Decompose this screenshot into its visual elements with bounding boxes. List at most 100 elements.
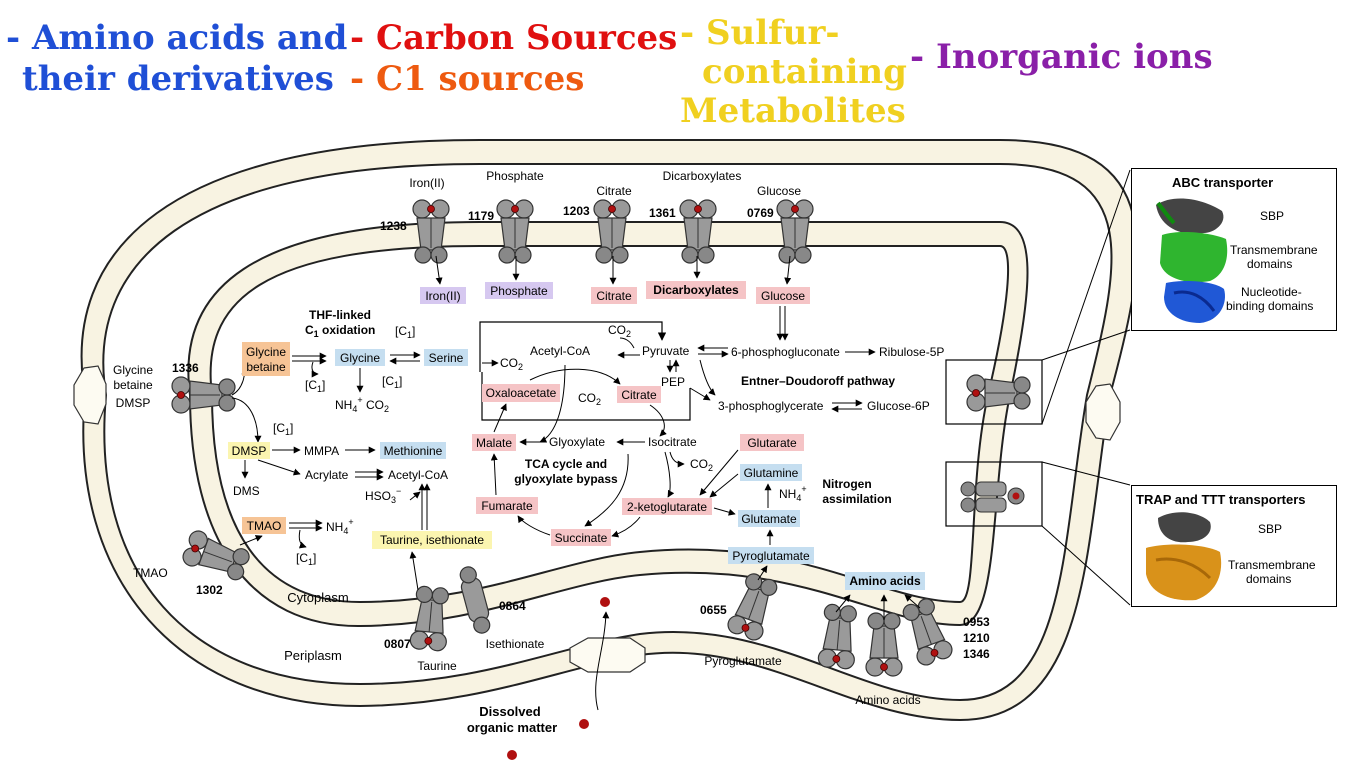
succinate-label: Succinate [555, 531, 608, 545]
transporter-0807[interactable]: Taurine 0807 [384, 551, 457, 673]
transporter-0953-1210-1346[interactable]: Amino acids 0953 1210 1346 [817, 594, 990, 707]
thf-label-line1: THF-linked [309, 308, 371, 322]
glycine-betaine-line2: betaine [246, 360, 286, 374]
transporter-id-0807: 0807 [384, 637, 411, 651]
transporter-id-1210: 1210 [963, 631, 990, 645]
transporter-0769[interactable]: Glucose 0769 Glucose [747, 184, 814, 304]
trap-inset-tm-2: domains [1246, 572, 1292, 586]
nh4-nitrogen-label: NH4+ [779, 484, 807, 503]
phosphate-product-label: Phosphate [490, 284, 548, 298]
transporter-1336[interactable]: Glycine betaine DMSP 1336 [113, 361, 262, 443]
transporter-1302[interactable]: TMAO 1302 [133, 527, 263, 597]
taurine-isethionate-box [372, 531, 492, 549]
abc-transporter-icon [945, 359, 1043, 425]
glutarate-label: Glutarate [747, 436, 797, 450]
transporter-1179[interactable]: Phosphate 1179 Phosphate [468, 169, 553, 299]
citrate-tca-label: Citrate [621, 388, 657, 402]
legend-sulfur-line2: containing [702, 52, 907, 92]
transporter-1361[interactable]: Dicarboxylates 1361 Dicarboxylates [646, 169, 746, 299]
transporter-1238[interactable]: Iron(II) 1238 Iron(II) [380, 176, 466, 304]
oxaloacetate-box [482, 384, 560, 402]
abc-structure-image [1156, 198, 1228, 323]
citrate-product-box [591, 287, 637, 304]
c1-gb-label: [C1] [305, 378, 325, 394]
legend-carbon-sources: - Carbon Sources [350, 18, 677, 59]
abc-transporter-inset: ABC transporter SBP Transmembrane domain… [1131, 168, 1337, 331]
fumarate-label: Fumarate [481, 499, 533, 513]
dms-label: DMS [233, 484, 260, 498]
transporter-id-1302: 1302 [196, 583, 223, 597]
amino-acids-substrate: Amino acids [855, 693, 920, 707]
taurine-substrate: Taurine [417, 659, 457, 673]
pep-label: PEP [661, 375, 685, 389]
legend-c1-sources: - C1 sources [350, 59, 584, 100]
pyroglutamate-box [728, 547, 814, 564]
trap-transporter-inset: TRAP and TTT transporters SBP Transmembr… [1131, 485, 1337, 607]
glucose-substrate-label: Glucose [757, 184, 801, 198]
taurine-isethionate-label: Taurine, isethionate [380, 533, 484, 547]
hso3-label: HSO3− [365, 486, 401, 505]
transporter-id-1179: 1179 [468, 209, 494, 223]
malate-label: Malate [476, 436, 512, 450]
dicarboxylates-product-label: Dicarboxylates [653, 283, 739, 297]
phosphoglycerate-label: 3-phosphoglycerate [718, 399, 824, 413]
dicarboxylates-substrate-label: Dicarboxylates [663, 169, 742, 183]
amino-acids-box [845, 572, 925, 590]
tmao-substrate: TMAO [133, 566, 168, 580]
transporter-id-0953: 0953 [963, 615, 990, 629]
glutamine-label: Glutamine [744, 466, 799, 480]
trap-inset-tm-1: Transmembrane [1228, 558, 1316, 572]
legend-amino-line2: their derivatives [22, 59, 334, 99]
nh4-tmao-label: NH4+ [326, 517, 354, 536]
pyruvate-label: Pyruvate [642, 344, 690, 358]
legend-amino-line1: - Amino acids and [6, 18, 348, 58]
methionine-box [380, 442, 446, 459]
thf-label-line2: C1 oxidation [305, 323, 375, 339]
dom-label-line1: Dissolved [479, 704, 540, 719]
transporter-0655[interactable]: Pyroglutamate 0655 [700, 565, 782, 668]
c1-tmao-label: [C1] [296, 551, 316, 567]
tmao-label: TMAO [247, 519, 282, 533]
serine-label: Serine [429, 351, 464, 365]
legend-amino-acids: - Amino acids and their derivatives [6, 18, 347, 100]
glycine-box [335, 349, 385, 366]
dom-label-line2: organic matter [467, 720, 557, 735]
legend-inorganic-ions: - Inorganic ions [910, 37, 1213, 78]
trap-transporter-icon [945, 461, 1043, 527]
succinate-box [551, 529, 611, 546]
transporter-id-0864: 0864 [499, 599, 526, 613]
acetyl-coa-label: Acetyl-CoA [530, 344, 590, 358]
glyoxylate-label: Glyoxylate [549, 435, 605, 449]
abc-inset-title: ABC transporter [1172, 175, 1274, 190]
citrate-product-label: Citrate [596, 289, 632, 303]
glutamate-label: Glutamate [741, 512, 797, 526]
transporter-id-1361: 1361 [649, 206, 676, 220]
ribulose-label: Ribulose-5P [879, 345, 944, 359]
dicarboxylates-product-box [646, 281, 746, 299]
dom-molecule-3 [507, 750, 517, 760]
abc-inset-sbp: SBP [1260, 209, 1285, 223]
trap-inset-title: TRAP and TTT transporters [1136, 492, 1306, 507]
acrylate-label: Acrylate [305, 468, 349, 482]
acetyl-coa-sulfur-label: Acetyl-CoA [388, 468, 448, 482]
transporter-id-0769: 0769 [747, 206, 774, 220]
oxaloacetate-label: Oxaloacetate [486, 386, 557, 400]
phosphate-product-box [485, 282, 553, 299]
serine-box [424, 349, 468, 366]
abc-inset-tm-2: domains [1247, 257, 1293, 271]
phosphate-substrate-label: Phosphate [486, 169, 544, 183]
iron-product-label: Iron(II) [425, 289, 460, 303]
ed-pathway-label: Entner–Doudoroff pathway [741, 374, 895, 388]
nitrogen-label-line2: assimilation [822, 492, 891, 506]
transporter-0864[interactable]: 0864 Isethionate [457, 565, 545, 651]
transporter-id-1238: 1238 [380, 219, 407, 233]
glucose-product-box [756, 287, 810, 304]
transporter-id-1346: 1346 [963, 647, 990, 661]
transporter-1203[interactable]: Citrate 1203 Citrate [563, 184, 637, 304]
dom-molecule-2 [579, 719, 589, 729]
ketoglutarate-box [622, 498, 712, 515]
abc-inset-tm-1: Transmembrane [1230, 243, 1318, 257]
methionine-label: Methionine [384, 444, 443, 458]
legend-sulfur-line3: Metabolites [680, 91, 906, 131]
